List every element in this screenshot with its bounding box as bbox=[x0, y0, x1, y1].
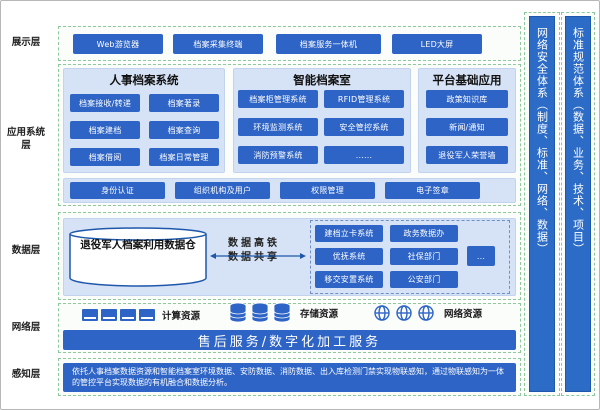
platform-title: 平台基础应用 bbox=[432, 73, 502, 87]
network-security-system-bar: 网络安全体系（制度、标准、网络、数据） bbox=[529, 16, 555, 392]
display-item-led-screen: LED大屏 bbox=[392, 34, 482, 54]
support-item-org-users: 组织机构及用户 bbox=[175, 182, 270, 199]
layer-label-network: 网络层 bbox=[11, 322, 41, 333]
smart-item-environment-monitor: 环境监测系统 bbox=[238, 118, 318, 136]
perception-description: 依托人事档案数据资源和智能档案室环境数据、安防数据、消防数据、出入库检测门禁实现… bbox=[72, 367, 504, 387]
hr-item-daily-management: 档案日常管理 bbox=[149, 148, 219, 166]
network-resource-group: 网络资源 bbox=[372, 303, 482, 323]
data-source-social-security: 社保部门 bbox=[390, 248, 458, 265]
storage-resource-label: 存储资源 bbox=[300, 309, 339, 320]
smart-item-fire-warning: 消防预警系统 bbox=[238, 146, 318, 164]
hr-item-cataloging: 档案著录 bbox=[149, 94, 219, 112]
service-bar: 售后服务/数字化加工服务 bbox=[63, 330, 516, 350]
support-item-permissions: 权限管理 bbox=[280, 182, 375, 199]
data-source-resettlement-system: 移交安置系统 bbox=[315, 271, 383, 288]
data-share-line2: 数据共享 bbox=[228, 252, 280, 263]
layer-label-perception: 感知层 bbox=[11, 369, 41, 380]
hr-archive-title: 人事档案系统 bbox=[109, 73, 179, 87]
display-item-service-kiosk: 档案服务一体机 bbox=[276, 34, 381, 54]
platform-item-policy-kb: 政策知识库 bbox=[426, 90, 508, 108]
data-source-poverty-registry: 建档立卡系统 bbox=[315, 225, 383, 242]
compute-resource-group: 计算资源 bbox=[82, 306, 200, 324]
data-sources-group bbox=[310, 220, 510, 294]
support-item-e-signature: 电子签章 bbox=[385, 182, 480, 199]
perception-bar bbox=[63, 363, 516, 392]
data-source-public-security: 公安部门 bbox=[390, 271, 458, 288]
smart-item-cabinet-system: 档案柜管理系统 bbox=[238, 90, 318, 108]
storage-resource-group: 存储资源 bbox=[228, 303, 338, 323]
display-item-capture-terminal: 档案采集终端 bbox=[173, 34, 263, 54]
support-item-auth: 身份认证 bbox=[70, 182, 165, 199]
data-warehouse-label: 退役军人档案利用数据仓 bbox=[80, 239, 196, 251]
smart-item-rfid-system: RFID管理系统 bbox=[324, 90, 404, 108]
hr-item-query: 档案查询 bbox=[149, 121, 219, 139]
layer-label-data: 数据层 bbox=[11, 245, 41, 256]
smart-item-security-control: 安全管控系统 bbox=[324, 118, 404, 136]
smart-archive-title: 智能档案室 bbox=[293, 73, 351, 87]
data-source-gov-data-office: 政务数据办 bbox=[390, 225, 458, 242]
compute-resource-label: 计算资源 bbox=[162, 311, 201, 322]
layer-label-application: 应用系统层 bbox=[6, 127, 45, 151]
data-source-preferential-system: 优抚系统 bbox=[315, 248, 383, 265]
warehouse-cylinder-icon bbox=[69, 227, 207, 287]
database-icon bbox=[229, 303, 291, 323]
standard-system-bar: 标准规范体系（数据、业务、技术、项目） bbox=[565, 16, 591, 392]
data-share-text: 数据高铁 数据共享 bbox=[214, 237, 294, 265]
bidirectional-arrow-icon bbox=[210, 253, 306, 259]
layer-label-display: 展示层 bbox=[11, 37, 41, 48]
data-source-more: ... bbox=[467, 246, 495, 266]
server-rack-icon bbox=[82, 309, 155, 321]
network-globe-icon bbox=[374, 305, 434, 321]
network-resource-label: 网络资源 bbox=[444, 309, 483, 320]
platform-item-news: 新闻/通知 bbox=[426, 118, 508, 136]
hr-item-borrowing: 档案借阅 bbox=[70, 148, 140, 166]
hr-item-filing: 档案建档 bbox=[70, 121, 140, 139]
data-share-line1: 数据高铁 bbox=[228, 238, 280, 249]
hr-item-receive-transfer: 档案接收/转递 bbox=[70, 94, 140, 112]
display-item-web-browser: Web游览器 bbox=[73, 34, 163, 54]
platform-item-honor-wall: 退役军人荣誉墙 bbox=[426, 146, 508, 164]
standard-system-text: 标准规范体系（数据、业务、技术、项目） bbox=[571, 27, 585, 255]
network-security-system-text: 网络安全体系（制度、标准、网络、数据） bbox=[535, 27, 549, 255]
smart-item-more: ...... bbox=[324, 146, 404, 164]
